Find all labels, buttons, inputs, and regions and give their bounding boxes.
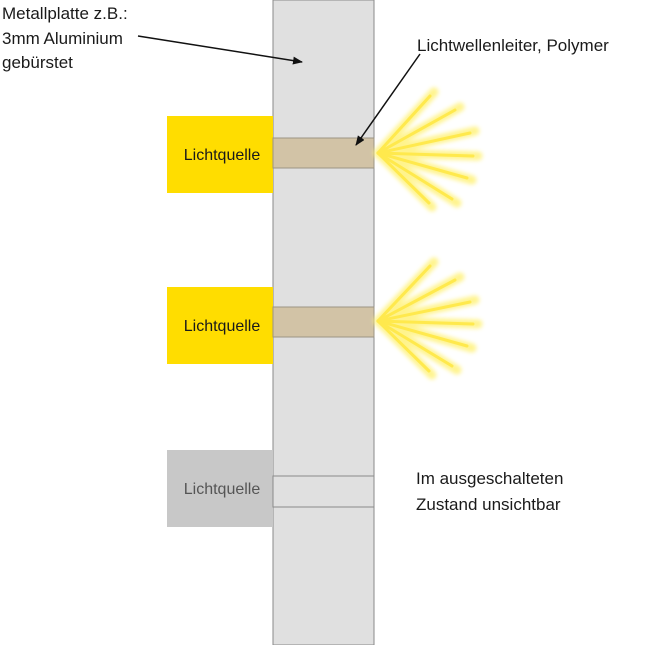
light-source-1 [167,116,273,193]
fiber-channel-3 [272,475,375,508]
fiber-label: Lichtwellenleiter, Polymer [417,36,609,55]
fiber-pointer-arrow [355,53,421,146]
light-source-1-label: Lichtquelle [184,147,261,164]
off-state-note-line-2: Zustand unsichtbar [416,495,561,514]
plate-label-line-2: 3mm Aluminium [2,29,123,48]
light-rays-1 [373,87,483,212]
light-source-2 [167,287,273,364]
light-source-3-label: Lichtquelle [184,481,261,498]
light-source-3 [167,450,273,527]
plate-pointer-arrow [137,35,303,65]
light-source-2-label: Lichtquelle [184,318,261,335]
light-rays-2 [373,257,483,380]
fiber-channel-1 [272,137,375,169]
fiber-channel-2 [272,306,375,338]
plate-label-line-1: Metallplatte z.B.: [2,4,128,23]
plate-label-line-3: gebürstet [2,53,73,72]
off-state-note-line-1: Im ausgeschalteten [416,469,563,488]
